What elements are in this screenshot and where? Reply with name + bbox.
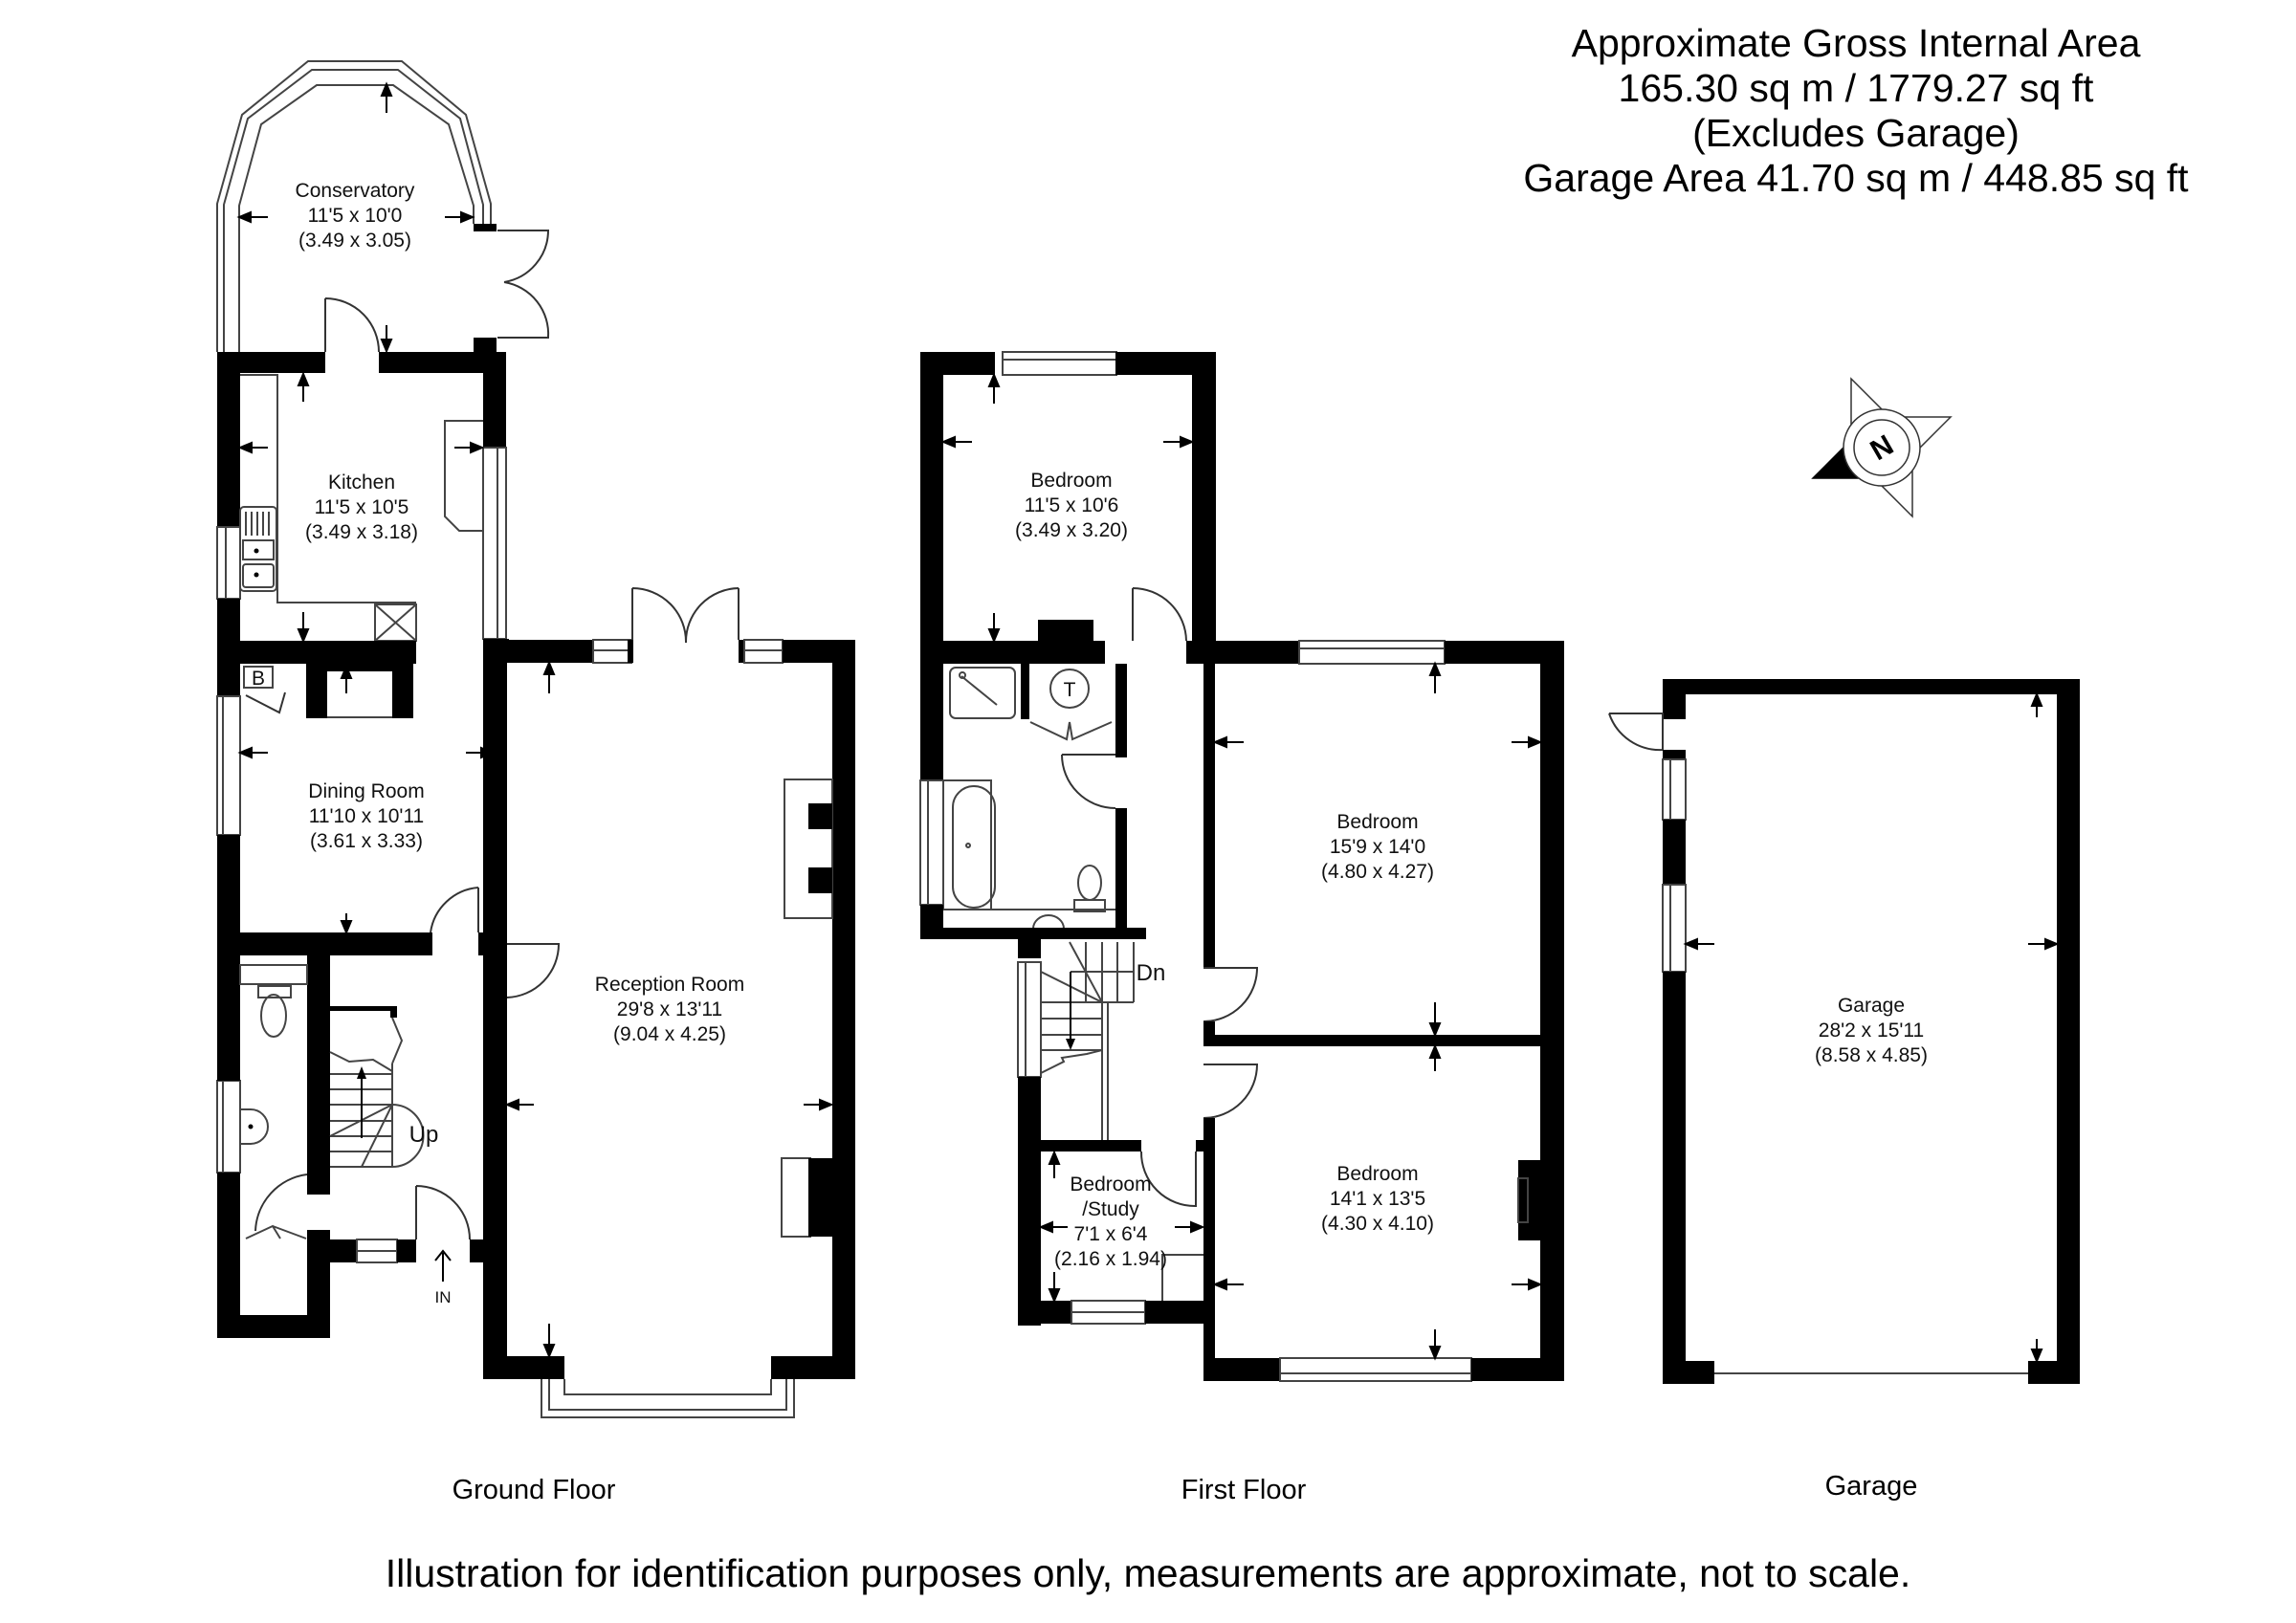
svg-text:(4.30 x 4.10): (4.30 x 4.10) (1321, 1213, 1434, 1235)
study-door (1139, 1151, 1197, 1208)
study-cupboard (1161, 1254, 1203, 1301)
area-excludes-note: (Excludes Garage) (1692, 111, 2020, 155)
area-title: Approximate Gross Internal Area (1571, 21, 2141, 65)
reception-room (483, 587, 855, 1418)
staircase-up: Up (329, 1006, 439, 1168)
svg-text:Bedroom: Bedroom (1336, 811, 1418, 833)
room-label-dining-room: Dining Room 11'10 x 10'11 (3.61 x 3.33) (308, 780, 424, 852)
svg-text:15'9 x 14'0: 15'9 x 14'0 (1330, 836, 1425, 858)
bedroom-rear-door (1132, 587, 1187, 642)
bedroom-large-door (1203, 967, 1259, 1022)
room-label-reception-room: Reception Room 29'8 x 13'11 (9.04 x 4.25… (595, 974, 744, 1045)
svg-text:11'5 x 10'5: 11'5 x 10'5 (315, 496, 409, 518)
room-label-kitchen: Kitchen 11'5 x 10'5 (3.49 x 3.18) (305, 472, 418, 543)
conservatory-walls (216, 60, 497, 352)
reception-door (506, 943, 561, 998)
conservatory-french-doors (497, 230, 550, 339)
disclaimer: Illustration for identification purposes… (385, 1551, 1911, 1595)
area-total: 165.30 sq m / 1779.27 sq ft (1618, 66, 2094, 110)
svg-text:(8.58 x 4.85): (8.58 x 4.85) (1815, 1044, 1928, 1066)
svg-text:Bedroom: Bedroom (1030, 470, 1112, 492)
entrance-label: IN (435, 1288, 452, 1306)
toilet-icon (1073, 865, 1106, 912)
kitchen-counter-right (444, 420, 483, 532)
front-door (415, 1185, 471, 1240)
svg-text:7'1 x 6'4: 7'1 x 6'4 (1074, 1223, 1148, 1245)
bay-window (541, 1379, 795, 1418)
kitchen-worktop (240, 374, 416, 603)
basin-icon (1032, 914, 1065, 930)
svg-text:28'2 x 15'11: 28'2 x 15'11 (1819, 1020, 1924, 1042)
wc-door (254, 1173, 308, 1232)
svg-text:(3.49 x 3.20): (3.49 x 3.20) (1015, 519, 1128, 541)
svg-text:(3.49 x 3.18): (3.49 x 3.18) (305, 521, 418, 543)
basin-icon (239, 1108, 269, 1145)
svg-text:/Study: /Study (1082, 1198, 1139, 1220)
svg-text:11'5 x 10'0: 11'5 x 10'0 (308, 205, 403, 227)
dining-door (430, 887, 479, 933)
entrance-marker: IN (434, 1249, 452, 1306)
svg-text:(3.61 x 3.33): (3.61 x 3.33) (310, 830, 423, 852)
bathroom-door (1061, 754, 1116, 809)
bathroom: T (919, 664, 1146, 939)
ground-floor-plan: B (216, 60, 855, 1418)
garage-side-door (1608, 713, 1664, 752)
cooker-icon (374, 603, 417, 642)
svg-text:29'8 x 13'11: 29'8 x 13'11 (617, 998, 722, 1020)
room-label-conservatory: Conservatory 11'5 x 10'0 (3.49 x 3.05) (296, 180, 415, 252)
room-label-bedroom-large: Bedroom 15'9 x 14'0 (4.80 x 4.27) (1321, 811, 1434, 883)
garage-plan (1608, 679, 2080, 1384)
tank-marker: T (1064, 679, 1076, 701)
garage-area: Garage Area 41.70 sq m / 448.85 sq ft (1523, 156, 2189, 200)
svg-text:Kitchen: Kitchen (328, 472, 395, 493)
toilet-icon (257, 985, 292, 1038)
svg-text:(9.04 x 4.25): (9.04 x 4.25) (613, 1023, 726, 1045)
svg-text:Conservatory: Conservatory (296, 180, 415, 202)
svg-text:Dining Room: Dining Room (308, 780, 424, 802)
floor-label-ground: Ground Floor (452, 1475, 616, 1505)
stairs-up-label: Up (409, 1122, 439, 1148)
svg-text:(4.80 x 4.27): (4.80 x 4.27) (1321, 861, 1434, 883)
svg-text:Bedroom: Bedroom (1336, 1163, 1418, 1185)
svg-text:11'5 x 10'6: 11'5 x 10'6 (1025, 494, 1119, 516)
svg-text:14'1 x 13'5: 14'1 x 13'5 (1330, 1188, 1425, 1210)
first-floor-plan: T (919, 351, 1564, 1382)
room-label-bedroom-front: Bedroom 14'1 x 13'5 (4.30 x 4.10) (1321, 1163, 1434, 1235)
svg-text:Garage: Garage (1838, 995, 1905, 1017)
svg-text:(3.49 x 3.05): (3.49 x 3.05) (298, 230, 411, 252)
boiler-cupboard: B (243, 666, 286, 714)
room-label-study: Bedroom /Study 7'1 x 6'4 (2.16 x 1.94) (1054, 1173, 1167, 1270)
svg-text:11'10 x 10'11: 11'10 x 10'11 (309, 805, 425, 827)
svg-text:Reception Room: Reception Room (595, 974, 744, 996)
reception-french-doors (631, 587, 740, 644)
floor-label-garage: Garage (1824, 1471, 1918, 1502)
compass-north-icon: N (1811, 377, 1953, 518)
room-label-bedroom-rear: Bedroom 11'5 x 10'6 (3.49 x 3.20) (1015, 470, 1128, 541)
area-summary: Approximate Gross Internal Area 165.30 s… (1416, 21, 2296, 201)
dimension-arrows (236, 81, 2060, 1364)
boiler-marker: B (252, 668, 265, 690)
kitchen-door (324, 297, 380, 353)
stairs-down-label: Dn (1137, 960, 1166, 986)
svg-text:Bedroom: Bedroom (1070, 1173, 1151, 1195)
sink-icon (239, 506, 277, 592)
room-label-garage: Garage 28'2 x 15'11 (8.58 x 4.85) (1815, 995, 1928, 1066)
water-tank-icon (1049, 669, 1090, 709)
staircase-down: Dn (1017, 939, 1166, 1326)
bedroom-front-door (1203, 1064, 1259, 1119)
floor-label-first: First Floor (1181, 1475, 1307, 1505)
svg-text:(2.16 x 1.94): (2.16 x 1.94) (1054, 1248, 1167, 1270)
